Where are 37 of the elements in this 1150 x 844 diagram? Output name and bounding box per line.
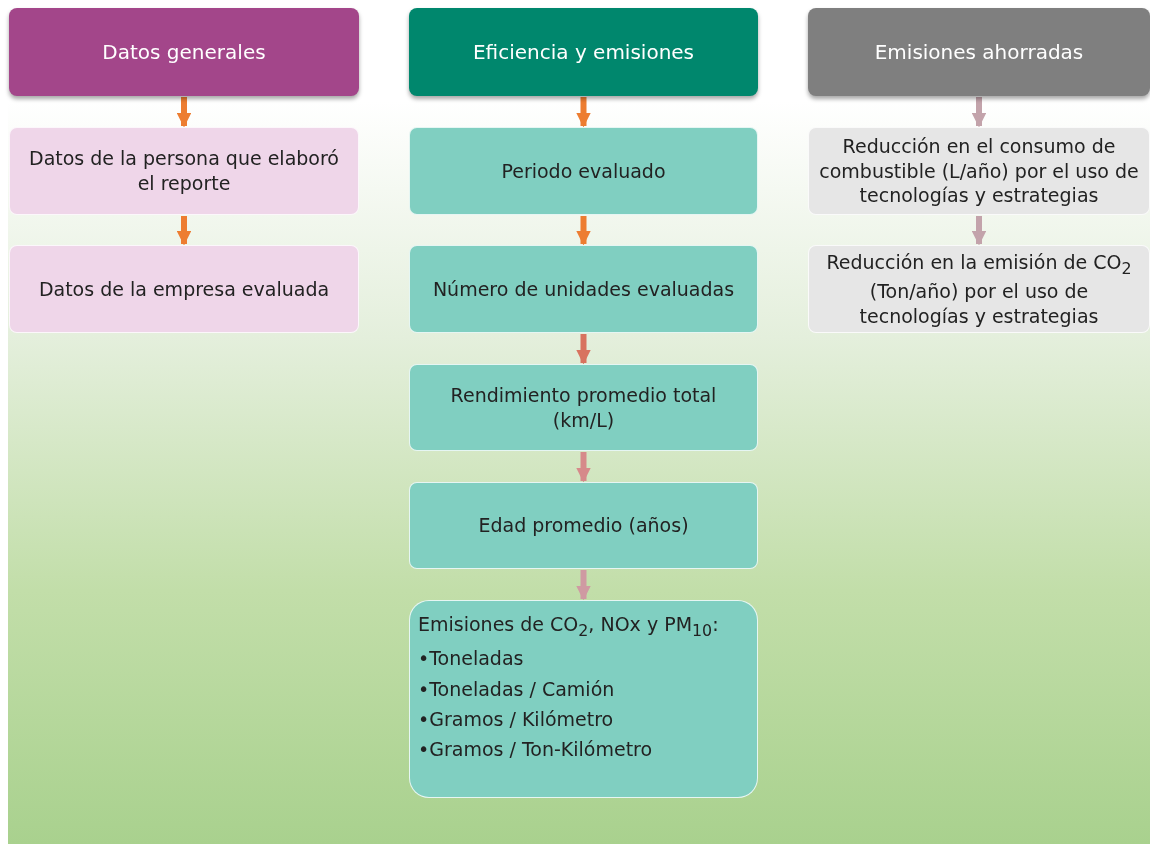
- header-text: Emisiones ahorradas: [874, 39, 1084, 65]
- arrow: [176, 216, 192, 246]
- bullet-item: •Toneladas: [418, 646, 524, 672]
- header-text: Eficiencia y emisiones: [472, 39, 695, 65]
- box-text: Reducción en la emisión de CO$_{2}$ (Ton/año) por el uso de tecnologías y estrategias: [825, 249, 1133, 329]
- process-box: [9, 245, 359, 333]
- header-text: Datos generales: [102, 39, 266, 65]
- box-text: Emisiones de CO$_{2}$, NOx y PM$_{10}$:: [418, 612, 719, 642]
- process-box: [808, 127, 1150, 215]
- box-text: Periodo evaluado: [501, 158, 666, 184]
- box-text: Datos de la empresa evaluada: [38, 276, 330, 302]
- bullet-item: •Toneladas / Camión: [418, 676, 615, 702]
- process-box: [9, 127, 359, 215]
- box-text: Edad promedio (años): [478, 513, 689, 538]
- arrow: [176, 97, 192, 128]
- arrow: [576, 216, 591, 246]
- column-header: [9, 8, 359, 96]
- arrow: [576, 334, 591, 365]
- arrow: [576, 452, 591, 483]
- arrow: [971, 216, 987, 246]
- process-box: [409, 482, 758, 569]
- bullet-item: •Gramos / Ton-Kilómetro: [418, 737, 653, 763]
- box-text: Reducción en el consumo de combustible (L/año) por el uso de tecnologías y estrategias: [819, 133, 1139, 209]
- box-text: Datos de la persona que elaboró el reporte: [28, 146, 340, 196]
- process-box: [409, 127, 758, 215]
- arrow: [971, 97, 987, 128]
- column-header: [808, 8, 1150, 96]
- process-box: [409, 245, 758, 333]
- process-box: [409, 600, 758, 798]
- box-text: Rendimiento promedio total (km/L): [449, 382, 718, 433]
- column-header: [409, 8, 758, 96]
- arrow: [576, 97, 591, 128]
- box-text: Número de unidades evaluadas: [432, 276, 735, 302]
- process-box: [409, 364, 758, 451]
- arrow: [576, 570, 591, 601]
- bullet-item: •Gramos / Kilómetro: [418, 706, 614, 732]
- process-box: [808, 245, 1150, 333]
